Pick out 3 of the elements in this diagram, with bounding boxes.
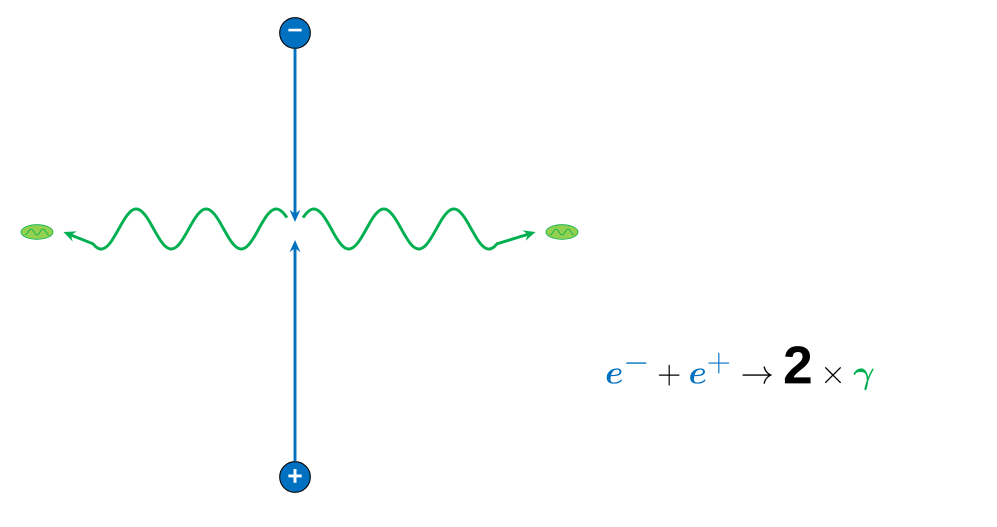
photon-icon bbox=[546, 224, 578, 240]
photon-icon bbox=[20, 224, 54, 240]
equation: ${\color[HTML]{0070C0}\bm{e}^{-}}+{\color[HTML]{0070C0}\bm{e}^{+}}\rightarrow\mathbf{2}\times{\color[HTML]{00B050}\bm{\gamma}}$ bbox=[606, 346, 874, 390]
